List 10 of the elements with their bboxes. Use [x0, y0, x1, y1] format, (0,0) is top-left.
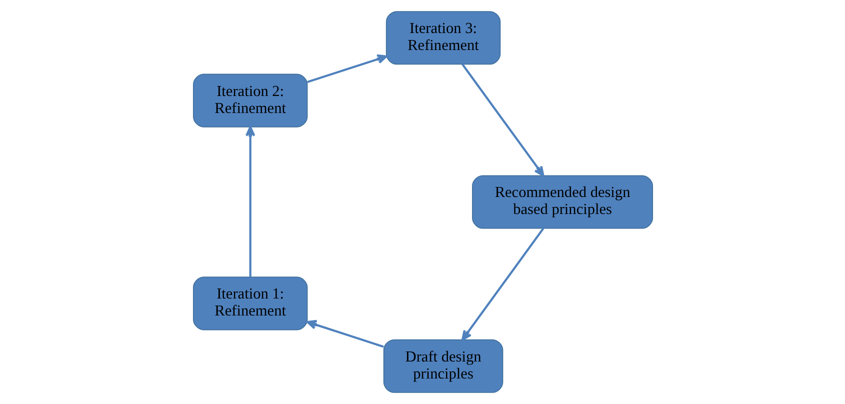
- arrow: [306, 320, 384, 348]
- node-box: Iteration 2: Refinement: [192, 74, 308, 128]
- arrow: [244, 126, 255, 277]
- arrow: [461, 64, 544, 176]
- node-box: Iteration 1: Refinement: [192, 276, 308, 330]
- arrow: [461, 228, 544, 341]
- node-box: Draft design principles: [382, 339, 503, 393]
- node-box: Iteration 3: Refinement: [385, 11, 500, 65]
- node-box: Recommended design based principles: [472, 175, 653, 229]
- arrow: [306, 54, 387, 84]
